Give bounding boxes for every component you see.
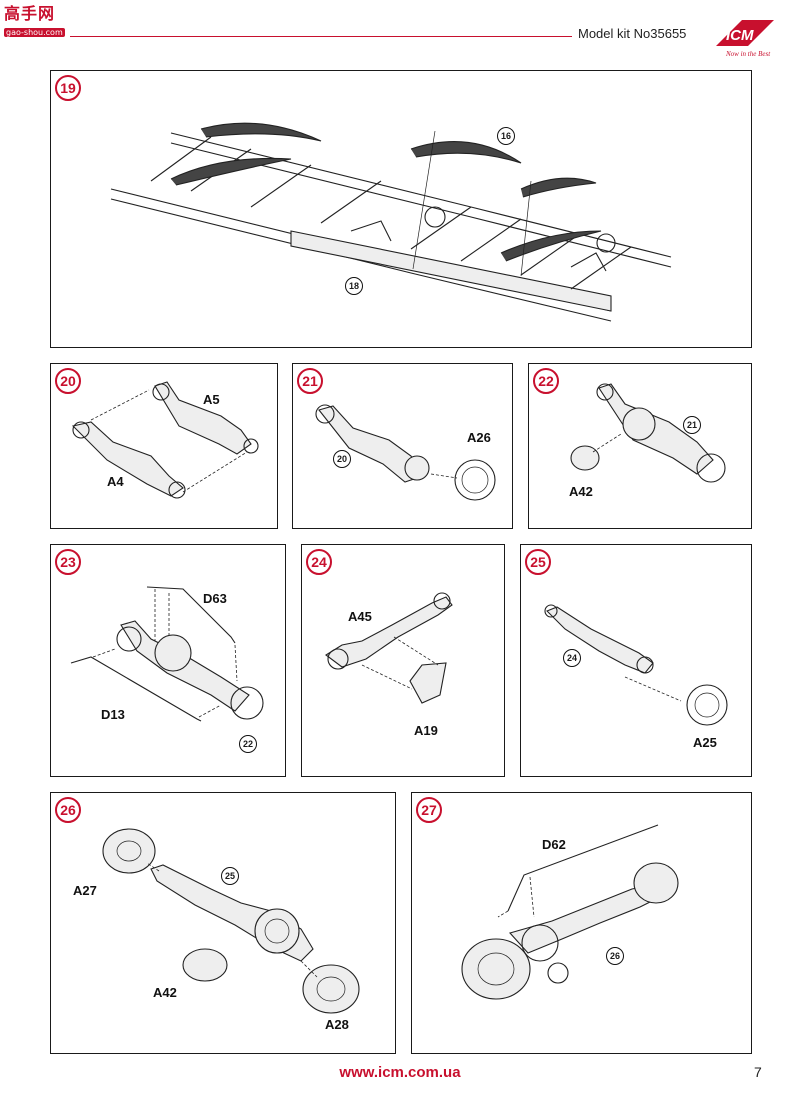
ref-22: 22 (239, 735, 257, 753)
step-number: 23 (55, 549, 81, 575)
site-watermark-logo: 高手网 gao-shou.com (4, 4, 70, 37)
part-label-a5: A5 (203, 392, 220, 407)
front-axle-drawing (71, 381, 259, 499)
brand-tagline: Now in the Best (725, 50, 771, 58)
part-label-a26: A26 (467, 430, 491, 445)
ref-26: 26 (606, 947, 624, 965)
step-number: 24 (306, 549, 332, 575)
step-number: 21 (297, 368, 323, 394)
axle-hub-drum-drawing (544, 604, 728, 726)
step-21-panel: 21 A26 20 (292, 363, 513, 529)
step-number: 26 (55, 797, 81, 823)
step-25-panel: 25 24 A25 (520, 544, 752, 777)
model-kit-title: Model kit No35655 (578, 26, 687, 41)
ref-20: 20 (333, 450, 351, 468)
step-20-panel: 20 A5 A4 (50, 363, 278, 529)
rear-axle-half-drawing (325, 592, 453, 704)
part-label-a28: A28 (325, 1017, 349, 1032)
ref-24: 24 (563, 649, 581, 667)
ref-21: 21 (683, 416, 701, 434)
step-19-panel: 19 16 18 (50, 70, 752, 348)
step-number: 22 (533, 368, 559, 394)
part-label-a4: A4 (107, 474, 124, 489)
step-number: 20 (55, 368, 81, 394)
page-number: 7 (754, 1064, 762, 1080)
brand-name: ICM (726, 27, 754, 44)
footer-url[interactable]: www.icm.com.ua (339, 1064, 461, 1081)
part-label-a42-step26: A42 (153, 985, 177, 1000)
part-label-a27: A27 (73, 883, 97, 898)
step-22-panel: 22 21 A42 (528, 363, 752, 529)
step-number: 27 (416, 797, 442, 823)
complete-rear-axle-drawing (461, 824, 679, 1000)
step-number: 25 (525, 549, 551, 575)
part-label-d63: D63 (203, 591, 227, 606)
step-27-panel: 27 D62 26 (411, 792, 752, 1054)
step-24-panel: 24 A45 A19 (301, 544, 505, 777)
part-label-a25: A25 (693, 735, 717, 750)
step-26-panel: 26 A27 25 A42 A28 (50, 792, 396, 1054)
part-label-a19: A19 (414, 723, 438, 738)
site-logo-url: gao-shou.com (4, 28, 65, 37)
part-label-a42: A42 (569, 484, 593, 499)
site-logo-text: 高手网 (4, 4, 56, 23)
tie-rod-assembly-drawing (70, 586, 264, 722)
ref-16: 16 (497, 127, 515, 145)
step-number: 19 (55, 75, 81, 101)
ref-25: 25 (221, 867, 239, 885)
axle-assembly-drawing (570, 383, 726, 483)
icm-brand-logo: ICM Now in the Best (712, 16, 776, 60)
chassis-frame-drawing (110, 122, 672, 322)
ref-18: 18 (345, 277, 363, 295)
part-label-a45: A45 (348, 609, 372, 624)
step-23-panel: 23 D63 D13 22 (50, 544, 286, 777)
axle-hub-drawing (315, 404, 496, 501)
rear-axle-brakes-drawing (102, 828, 360, 1014)
part-label-d13: D13 (101, 707, 125, 722)
part-label-d62: D62 (542, 837, 566, 852)
header-rule (70, 36, 572, 37)
